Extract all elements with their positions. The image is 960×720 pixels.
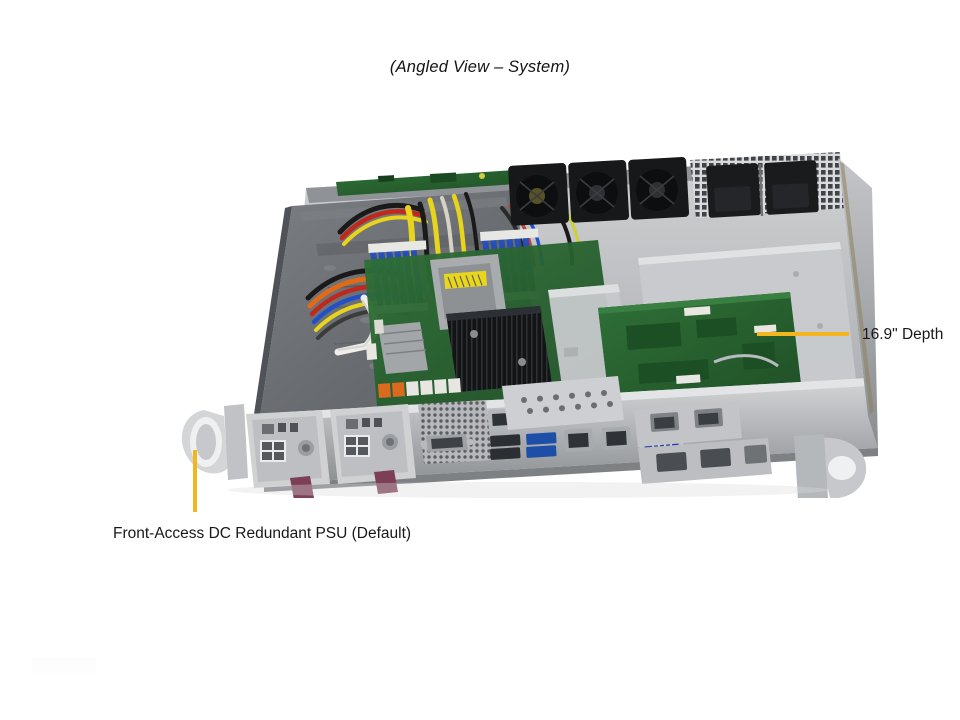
callout-label-psu: Front-Access DC Redundant PSU (Default) <box>113 525 412 542</box>
callout-leader-psu <box>193 450 197 512</box>
server-product-photo <box>78 148 888 498</box>
scan-artifact <box>32 657 96 673</box>
view-title: (Angled View – System) <box>389 58 571 76</box>
callout-label-depth: 16.9" Depth <box>862 326 944 343</box>
callout-leader-depth <box>757 332 849 336</box>
